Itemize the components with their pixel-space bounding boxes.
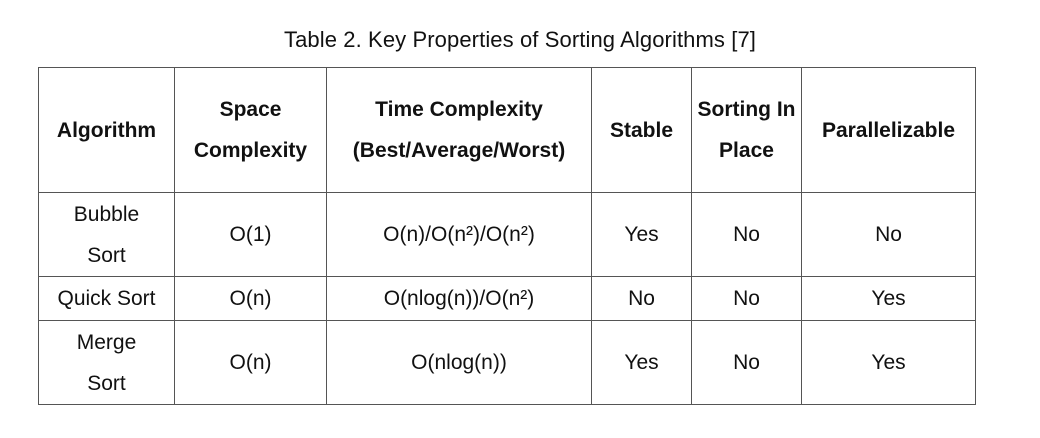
cell-parallel: Yes xyxy=(801,320,976,405)
cell-algorithm: Quick Sort xyxy=(38,276,175,321)
header-algorithm: Algorithm xyxy=(38,67,175,193)
header-stable: Stable xyxy=(591,67,692,193)
cell-time: O(nlog(n))/O(n²) xyxy=(326,276,592,321)
cell-stable: Yes xyxy=(591,192,692,277)
cell-stable: Yes xyxy=(591,320,692,405)
cell-algorithm: Merge Sort xyxy=(38,320,175,405)
table-caption: Table 2. Key Properties of Sorting Algor… xyxy=(283,27,757,52)
header-time-complexity: Time Complexity (Best/Average/Worst) xyxy=(326,67,592,193)
header-sorting-in-place: Sorting In Place xyxy=(691,67,802,193)
cell-in-place: No xyxy=(691,276,802,321)
cell-parallel: No xyxy=(801,192,976,277)
cell-time: O(nlog(n)) xyxy=(326,320,592,405)
cell-space: O(1) xyxy=(174,192,327,277)
cell-time: O(n)/O(n²)/O(n²) xyxy=(326,192,592,277)
cell-in-place: No xyxy=(691,192,802,277)
cell-in-place: No xyxy=(691,320,802,405)
cell-space: O(n) xyxy=(174,320,327,405)
table-row-quick-sort: Quick Sort O(n) O(nlog(n))/O(n²) No No Y… xyxy=(38,276,976,321)
cell-stable: No xyxy=(591,276,692,321)
cell-algorithm: Bubble Sort xyxy=(38,192,175,277)
header-row: Algorithm Space Complexity Time Complexi… xyxy=(38,67,976,193)
cell-space: O(n) xyxy=(174,276,327,321)
cell-parallel: Yes xyxy=(801,276,976,321)
table-row-merge-sort: Merge Sort O(n) O(nlog(n)) Yes No Yes xyxy=(38,320,976,405)
header-parallelizable: Parallelizable xyxy=(801,67,976,193)
sorting-properties-table: Algorithm Space Complexity Time Complexi… xyxy=(38,67,976,405)
table-row-bubble-sort: Bubble Sort O(1) O(n)/O(n²)/O(n²) Yes No… xyxy=(38,192,976,277)
header-space-complexity: Space Complexity xyxy=(174,67,327,193)
